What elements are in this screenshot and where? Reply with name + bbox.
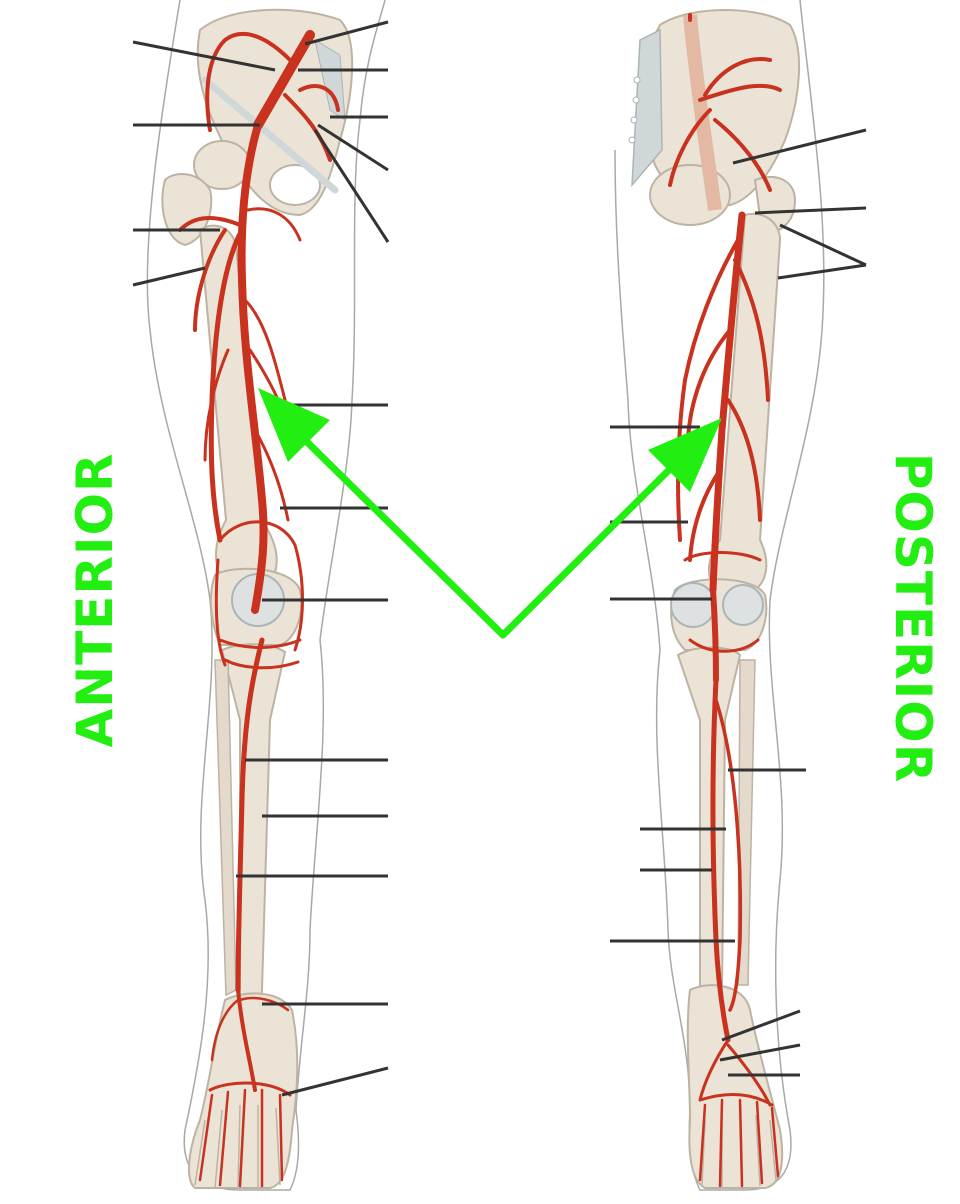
anterior-view-label: ANTERIOR [66, 452, 124, 748]
anterior-foot-bones [188, 992, 299, 1189]
anterior-obturator [269, 164, 321, 206]
anterior-arteries [178, 30, 340, 1188]
posterior-gluteal-band [683, 14, 722, 211]
anterior-toe-bones [194, 1104, 281, 1189]
right-arrowhead [648, 418, 722, 492]
anterior-leader-line [132, 40, 276, 72]
posterior-fibular-artery [714, 698, 743, 1012]
posterior-digital-arteries [698, 1098, 780, 1188]
posterior-femoral-artery [709, 211, 746, 594]
posterior-leader-lines [610, 128, 867, 1077]
anterior-dorsalis-pedis-artery [236, 988, 257, 1092]
anterior-tibial-artery [235, 637, 265, 993]
right-arrow-shaft [499, 463, 676, 639]
anterior-skin-outline [146, 0, 386, 1191]
posterior-leader-line [719, 1043, 801, 1062]
posterior-leader-line [779, 223, 867, 267]
posterior-gluteal-arteries [668, 13, 782, 192]
anterior-leg [132, 0, 390, 1191]
posterior-sacrum [631, 28, 663, 188]
anterior-ankle-branches [210, 996, 290, 1062]
anterior-iliac-branches [205, 31, 340, 162]
posterior-condyle-left [670, 582, 716, 628]
anterior-thigh-branches [203, 298, 294, 522]
left-arrow-shaft [301, 436, 507, 639]
posterior-perforating-branches [675, 238, 770, 562]
posterior-leader-line [721, 1009, 801, 1042]
posterior-leader-line [732, 128, 867, 165]
posterior-arteries [668, 13, 782, 1188]
anterior-leader-line [317, 123, 389, 172]
anterior-leader-line [304, 20, 389, 46]
anterior-external-iliac-artery [253, 30, 315, 130]
green-arrows [258, 388, 722, 639]
posterior-condyle-right [722, 584, 764, 626]
posterior-leg [610, 0, 867, 1191]
posterior-popliteal-artery [710, 587, 719, 683]
posterior-sacral-foramina [628, 76, 641, 144]
anterior-circumflex-lateral [178, 216, 242, 332]
anterior-foot-arch [208, 1081, 292, 1097]
anterior-digital-arteries [198, 1088, 284, 1188]
anterior-circumflex-medial [246, 207, 302, 242]
posterior-femur [708, 212, 782, 591]
anterior-genicular-network [214, 520, 304, 670]
anterior-femoral-artery [237, 121, 268, 614]
posterior-genicular-branches [683, 551, 762, 653]
anterior-fibula [214, 659, 237, 997]
anterior-leader-line [281, 1066, 389, 1097]
posterior-tibia [676, 646, 742, 1003]
posterior-leader-line [777, 263, 867, 280]
anterior-leader-line [132, 266, 206, 287]
left-arrowhead [258, 388, 330, 462]
posterior-tibial-artery [710, 677, 731, 1043]
posterior-leader-line [754, 206, 867, 215]
posterior-view-label: POSTERIOR [884, 452, 942, 784]
anterior-inguinal-ligament [201, 76, 339, 194]
anterior-leader-line [313, 129, 390, 243]
